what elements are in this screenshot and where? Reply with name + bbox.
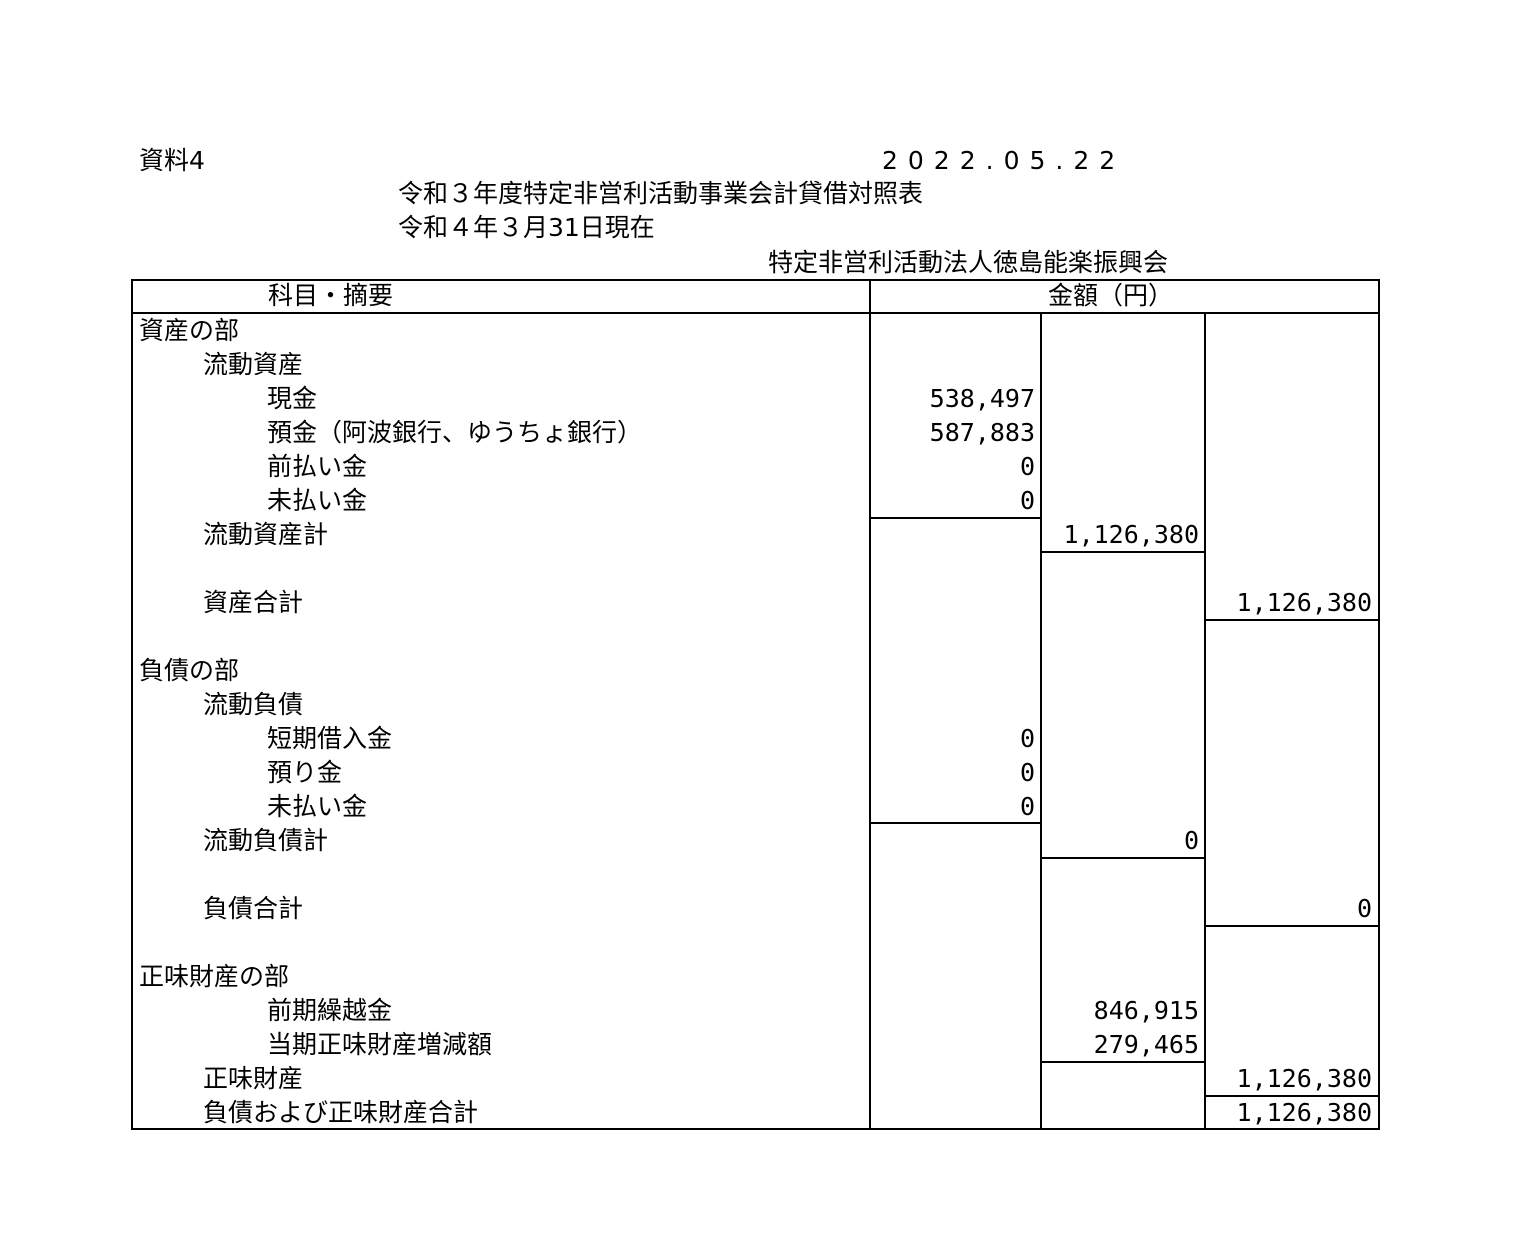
amount-col1: 0 <box>1019 452 1035 481</box>
amount-col3: 1,126,380 <box>1236 588 1372 617</box>
amount-col1: 0 <box>1019 758 1035 787</box>
table-row: 負債合計 0 <box>133 892 1378 926</box>
amount-col3: 1,126,380 <box>1236 1098 1372 1127</box>
row-label: 預金（阿波銀行、ゆうちょ銀行） <box>267 418 643 447</box>
row-label: 前払い金 <box>267 452 368 481</box>
amount-col1: 0 <box>1019 792 1035 821</box>
row-label: 資産合計 <box>203 588 304 617</box>
document-title: 令和３年度特定非営利活動事業会計貸借対照表 <box>398 179 924 208</box>
table-row: 預り金 0 <box>133 756 1378 790</box>
row-label: 負債合計 <box>203 894 304 923</box>
amount-col2: 1,126,380 <box>1063 520 1199 549</box>
table-row: 資産合計 1,126,380 <box>133 586 1378 620</box>
organization-name: 特定非営利活動法人徳島能楽振興会 <box>768 248 1169 277</box>
column-header-subject: 科目・摘要 <box>268 281 394 310</box>
amount-col2: 846,915 <box>1093 996 1199 1025</box>
column-header-amount: 金額（円） <box>1048 281 1174 310</box>
table-row: 未払い金 0 <box>133 790 1378 824</box>
table-row: 正味財産の部 <box>133 960 1378 994</box>
table-row: 未払い金 0 <box>133 484 1378 518</box>
row-label: 未払い金 <box>267 792 368 821</box>
row-label: 流動資産 <box>203 350 304 379</box>
row-label: 預り金 <box>267 758 343 787</box>
amount-col3: 0 <box>1356 894 1372 923</box>
table-row: 流動負債 <box>133 688 1378 722</box>
table-row: 前払い金 0 <box>133 450 1378 484</box>
table-row: 負債および正味財産合計 1,126,380 <box>133 1096 1378 1130</box>
amount-col1: 0 <box>1019 486 1035 515</box>
current-liabilities-total-rule <box>1041 857 1204 859</box>
table-row: 現金 538,497 <box>133 382 1378 416</box>
amount-col1: 538,497 <box>929 384 1035 413</box>
document-date: 2022.05.22 <box>882 146 1126 175</box>
amount-col2: 279,465 <box>1093 1030 1199 1059</box>
amount-col1: 587,883 <box>929 418 1035 447</box>
amount-col3: 1,126,380 <box>1236 1064 1372 1093</box>
row-label: 前期繰越金 <box>267 996 393 1025</box>
total-liabilities-rule <box>1205 925 1378 927</box>
total-assets-rule <box>1205 619 1378 621</box>
subject-amount-divider <box>869 281 871 1128</box>
row-label: 当期正味財産増減額 <box>267 1030 493 1059</box>
document-label: 資料4 <box>139 146 205 175</box>
net-assets-subtotal-rule <box>1041 1061 1204 1063</box>
row-label: 負債の部 <box>139 656 240 685</box>
row-label: 負債および正味財産合計 <box>203 1098 479 1127</box>
amount-col1-divider <box>1040 314 1042 1128</box>
amount-col1: 0 <box>1019 724 1035 753</box>
table-row: 流動資産 <box>133 348 1378 382</box>
table-row: 当期正味財産増減額 279,465 <box>133 1028 1378 1062</box>
current-liabilities-subtotal-rule <box>870 822 1040 824</box>
current-assets-total-rule <box>1041 551 1204 553</box>
header-divider <box>133 312 1378 314</box>
table-row: 資産の部 <box>133 314 1378 348</box>
row-label: 未払い金 <box>267 486 368 515</box>
table-row: 正味財産 1,126,380 <box>133 1062 1378 1096</box>
row-label: 正味財産の部 <box>139 962 290 991</box>
table-row: 負債の部 <box>133 654 1378 688</box>
row-label: 正味財産 <box>203 1064 304 1093</box>
row-label: 流動負債 <box>203 690 304 719</box>
table-row: 前期繰越金 846,915 <box>133 994 1378 1028</box>
balance-sheet-table: 科目・摘要 金額（円） 資産の部 流動資産 現金 538,497 預金（阿波銀行… <box>131 279 1380 1130</box>
row-label: 流動資産計 <box>203 520 329 549</box>
table-row: 流動資産計 1,126,380 <box>133 518 1378 552</box>
as-of-date: 令和４年３月31日現在 <box>398 213 655 242</box>
current-assets-subtotal-rule <box>870 517 1040 519</box>
table-row: 短期借入金 0 <box>133 722 1378 756</box>
row-label: 短期借入金 <box>267 724 393 753</box>
row-label: 現金 <box>267 384 318 413</box>
table-row: 流動負債計 0 <box>133 824 1378 858</box>
amount-col2-divider <box>1204 314 1206 1128</box>
row-label: 流動負債計 <box>203 826 329 855</box>
row-label: 資産の部 <box>139 316 240 345</box>
amount-col2: 0 <box>1183 826 1199 855</box>
net-assets-total-rule <box>1205 1095 1378 1097</box>
table-row: 預金（阿波銀行、ゆうちょ銀行） 587,883 <box>133 416 1378 450</box>
